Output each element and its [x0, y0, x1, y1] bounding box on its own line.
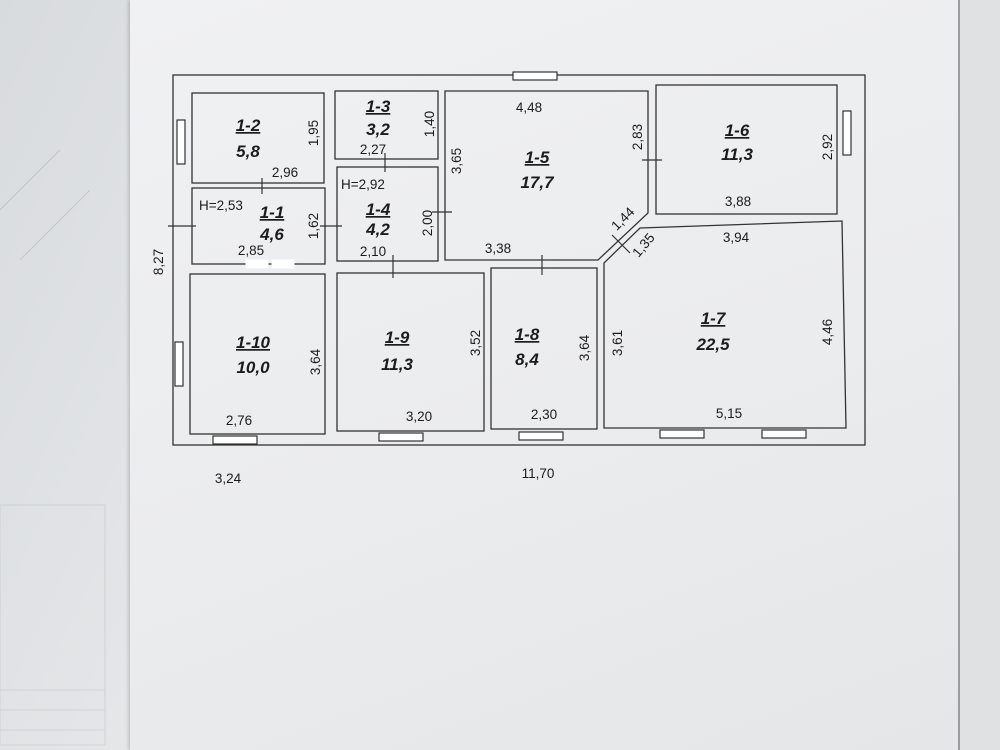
room-1-10-area: 10,0	[236, 358, 270, 377]
dim-1-5-diag1: 1,44	[608, 204, 638, 234]
dimension-labels: 1,95 2,96 1,40 2,27 1,62 2,85 2,00 2,10 …	[151, 100, 835, 486]
window-top	[512, 71, 558, 81]
dim-1-2-bottom: 2,96	[272, 165, 298, 180]
room-1-1-id: 1-1	[260, 203, 285, 222]
dim-1-5-bottom: 3,38	[485, 241, 511, 256]
dim-1-4-side: 2,00	[420, 210, 435, 236]
window-left-bottom	[174, 341, 184, 387]
dim-1-1-bottom: 2,85	[238, 243, 264, 258]
room-1-8	[490, 267, 598, 430]
room-labels: 1-2 5,8 1-3 3,2 1-1 4,6 1-4 4,2 1-5 17,7…	[236, 97, 754, 377]
dim-1-7-left: 3,61	[610, 330, 625, 356]
room-1-2	[191, 92, 325, 184]
room-1-4-area: 4,2	[365, 220, 390, 239]
room-1-10	[189, 273, 326, 435]
height-room-1-4: H=2,92	[341, 177, 385, 192]
binder-strip	[958, 0, 1000, 750]
dim-1-6-side: 2,92	[820, 134, 835, 160]
room-1-10-id: 1-10	[236, 333, 271, 352]
window-right	[842, 110, 852, 156]
dim-1-2-side: 1,95	[306, 120, 321, 146]
window-left-top	[176, 119, 186, 165]
room-1-2-area: 5,8	[236, 142, 260, 161]
dim-1-6-bottom: 3,88	[725, 194, 751, 209]
window-bottom-2	[378, 432, 424, 442]
dim-1-9-side: 3,52	[468, 330, 483, 356]
room-1-4-id: 1-4	[366, 200, 391, 219]
door-gaps	[245, 259, 295, 269]
room-1-7-id: 1-7	[701, 309, 727, 328]
dim-1-10-side: 3,64	[308, 348, 323, 375]
door-marks	[168, 153, 662, 278]
room-1-7	[603, 220, 847, 429]
room-1-3	[334, 90, 439, 160]
dim-1-4-bottom: 2,10	[360, 244, 386, 259]
height-room-1-1: H=2,53	[199, 198, 243, 213]
dim-1-5-top: 4,48	[516, 100, 542, 115]
room-1-7-area: 22,5	[695, 335, 730, 354]
room-1-9-area: 11,3	[381, 355, 413, 374]
room-1-8-id: 1-8	[515, 325, 540, 344]
room-1-9	[336, 272, 485, 432]
room-1-6-area: 11,3	[721, 145, 753, 164]
room-1-2-id: 1-2	[236, 116, 261, 135]
background-marks	[0, 149, 106, 746]
dim-1-8-bottom: 2,30	[531, 407, 557, 422]
room-1-9-id: 1-9	[385, 328, 410, 347]
dim-1-7-bottom: 5,15	[716, 406, 742, 421]
window-bottom-1	[212, 435, 258, 445]
dim-overall-height: 8,27	[151, 249, 166, 275]
window-bottom-4	[659, 429, 705, 439]
dim-1-5-right: 2,83	[630, 124, 645, 150]
room-1-3-id: 1-3	[366, 97, 391, 116]
dim-1-9-bottom: 3,20	[406, 409, 432, 424]
dim-1-3-side: 1,40	[422, 111, 437, 137]
dim-1-1-side: 1,62	[306, 213, 321, 239]
dim-1-8-side: 3,64	[577, 334, 592, 361]
dim-1-5-left: 3,65	[449, 148, 464, 174]
room-1-6	[655, 84, 838, 215]
room-1-1-area: 4,6	[259, 225, 284, 244]
dim-overall-left: 3,24	[215, 471, 242, 486]
dim-1-3-bottom: 2,27	[360, 142, 386, 157]
paper-sheet	[130, 0, 970, 750]
room-1-5-area: 17,7	[520, 173, 555, 192]
window-bottom-5	[761, 429, 807, 439]
window-bottom-3	[518, 431, 564, 441]
room-1-6-id: 1-6	[725, 121, 750, 140]
dim-overall-width: 11,70	[522, 466, 555, 481]
room-1-5	[444, 90, 649, 261]
dim-1-10-bottom: 2,76	[226, 413, 252, 428]
room-1-3-area: 3,2	[366, 120, 390, 139]
room-1-8-area: 8,4	[515, 350, 539, 369]
dim-1-7-top: 3,94	[723, 230, 750, 245]
dim-1-7-right: 4,46	[820, 319, 835, 345]
room-1-5-id: 1-5	[525, 148, 550, 167]
room-1-4	[336, 166, 439, 262]
